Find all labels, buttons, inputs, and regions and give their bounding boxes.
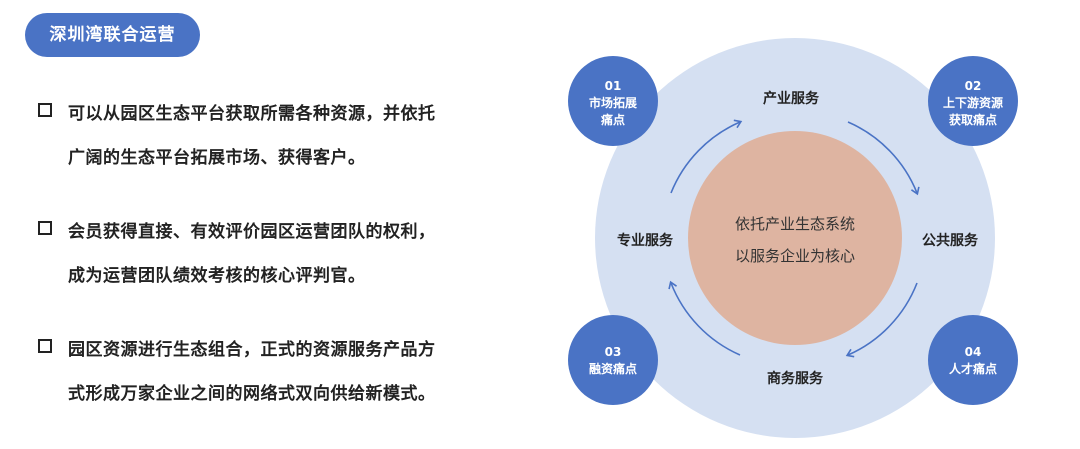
cycle-arrow-bottom-left [668, 280, 741, 356]
bullet-item: 会员获得直接、有效评价园区运营团队的权利， 成为运营团队绩效考核的核心评判官。 [38, 210, 498, 298]
pain-point-number: 01 [605, 79, 622, 93]
center-text-line: 以服务企业为核心 [735, 247, 855, 265]
pain-point-label: 痛点 [600, 112, 625, 127]
bullet-line: 园区资源进行生态组合，正式的资源服务产品方 [68, 340, 436, 360]
service-label-right: 公共服务 [922, 232, 979, 249]
pain-point-label: 人才痛点 [949, 361, 997, 376]
pain-point-node-02: 02 上下游资源 获取痛点 [928, 56, 1018, 146]
square-bullet-icon [38, 103, 52, 117]
section-title: 深圳湾联合运营 [49, 25, 176, 45]
cycle-arrow-right-bottom [845, 282, 918, 358]
service-label-left: 专业服务 [617, 232, 674, 249]
pain-point-number: 03 [605, 345, 622, 359]
pain-point-number: 02 [965, 79, 982, 93]
cycle-arrow-left-top [670, 119, 743, 194]
bullet-line: 会员获得直接、有效评价园区运营团队的权利， [68, 222, 436, 242]
pain-point-number: 04 [965, 345, 982, 359]
cycle-arrow-top-right [847, 121, 920, 196]
service-label-bottom: 商务服务 [767, 370, 824, 387]
bullet-line: 可以从园区生态平台获取所需各种资源，并依托 [68, 104, 436, 124]
bullet-line: 式形成万家企业之间的网络式双向供给新模式。 [68, 384, 436, 404]
square-bullet-icon [38, 339, 52, 353]
bullet-list: 可以从园区生态平台获取所需各种资源，并依托 广阔的生态平台拓展市场、获得客户。 … [38, 92, 498, 446]
inner-circle [688, 131, 902, 345]
service-label-top: 产业服务 [763, 90, 820, 107]
pain-point-node-03: 03 融资痛点 [568, 315, 658, 405]
bullet-item: 可以从园区生态平台获取所需各种资源，并依托 广阔的生态平台拓展市场、获得客户。 [38, 92, 498, 180]
pain-point-label: 获取痛点 [948, 112, 997, 127]
section-title-badge: 深圳湾联合运营 [25, 13, 200, 57]
pain-point-label: 市场拓展 [589, 95, 637, 110]
pain-point-label: 融资痛点 [589, 361, 637, 376]
bullet-line: 广阔的生态平台拓展市场、获得客户。 [68, 148, 366, 168]
bullet-item: 园区资源进行生态组合，正式的资源服务产品方 式形成万家企业之间的网络式双向供给新… [38, 328, 498, 416]
center-text-line: 依托产业生态系统 [735, 215, 855, 233]
square-bullet-icon [38, 221, 52, 235]
pain-point-node-01: 01 市场拓展 痛点 [568, 56, 658, 146]
pain-point-node-04: 04 人才痛点 [928, 315, 1018, 405]
pain-point-label: 上下游资源 [943, 95, 1003, 110]
bullet-line: 成为运营团队绩效考核的核心评判官。 [68, 266, 366, 286]
